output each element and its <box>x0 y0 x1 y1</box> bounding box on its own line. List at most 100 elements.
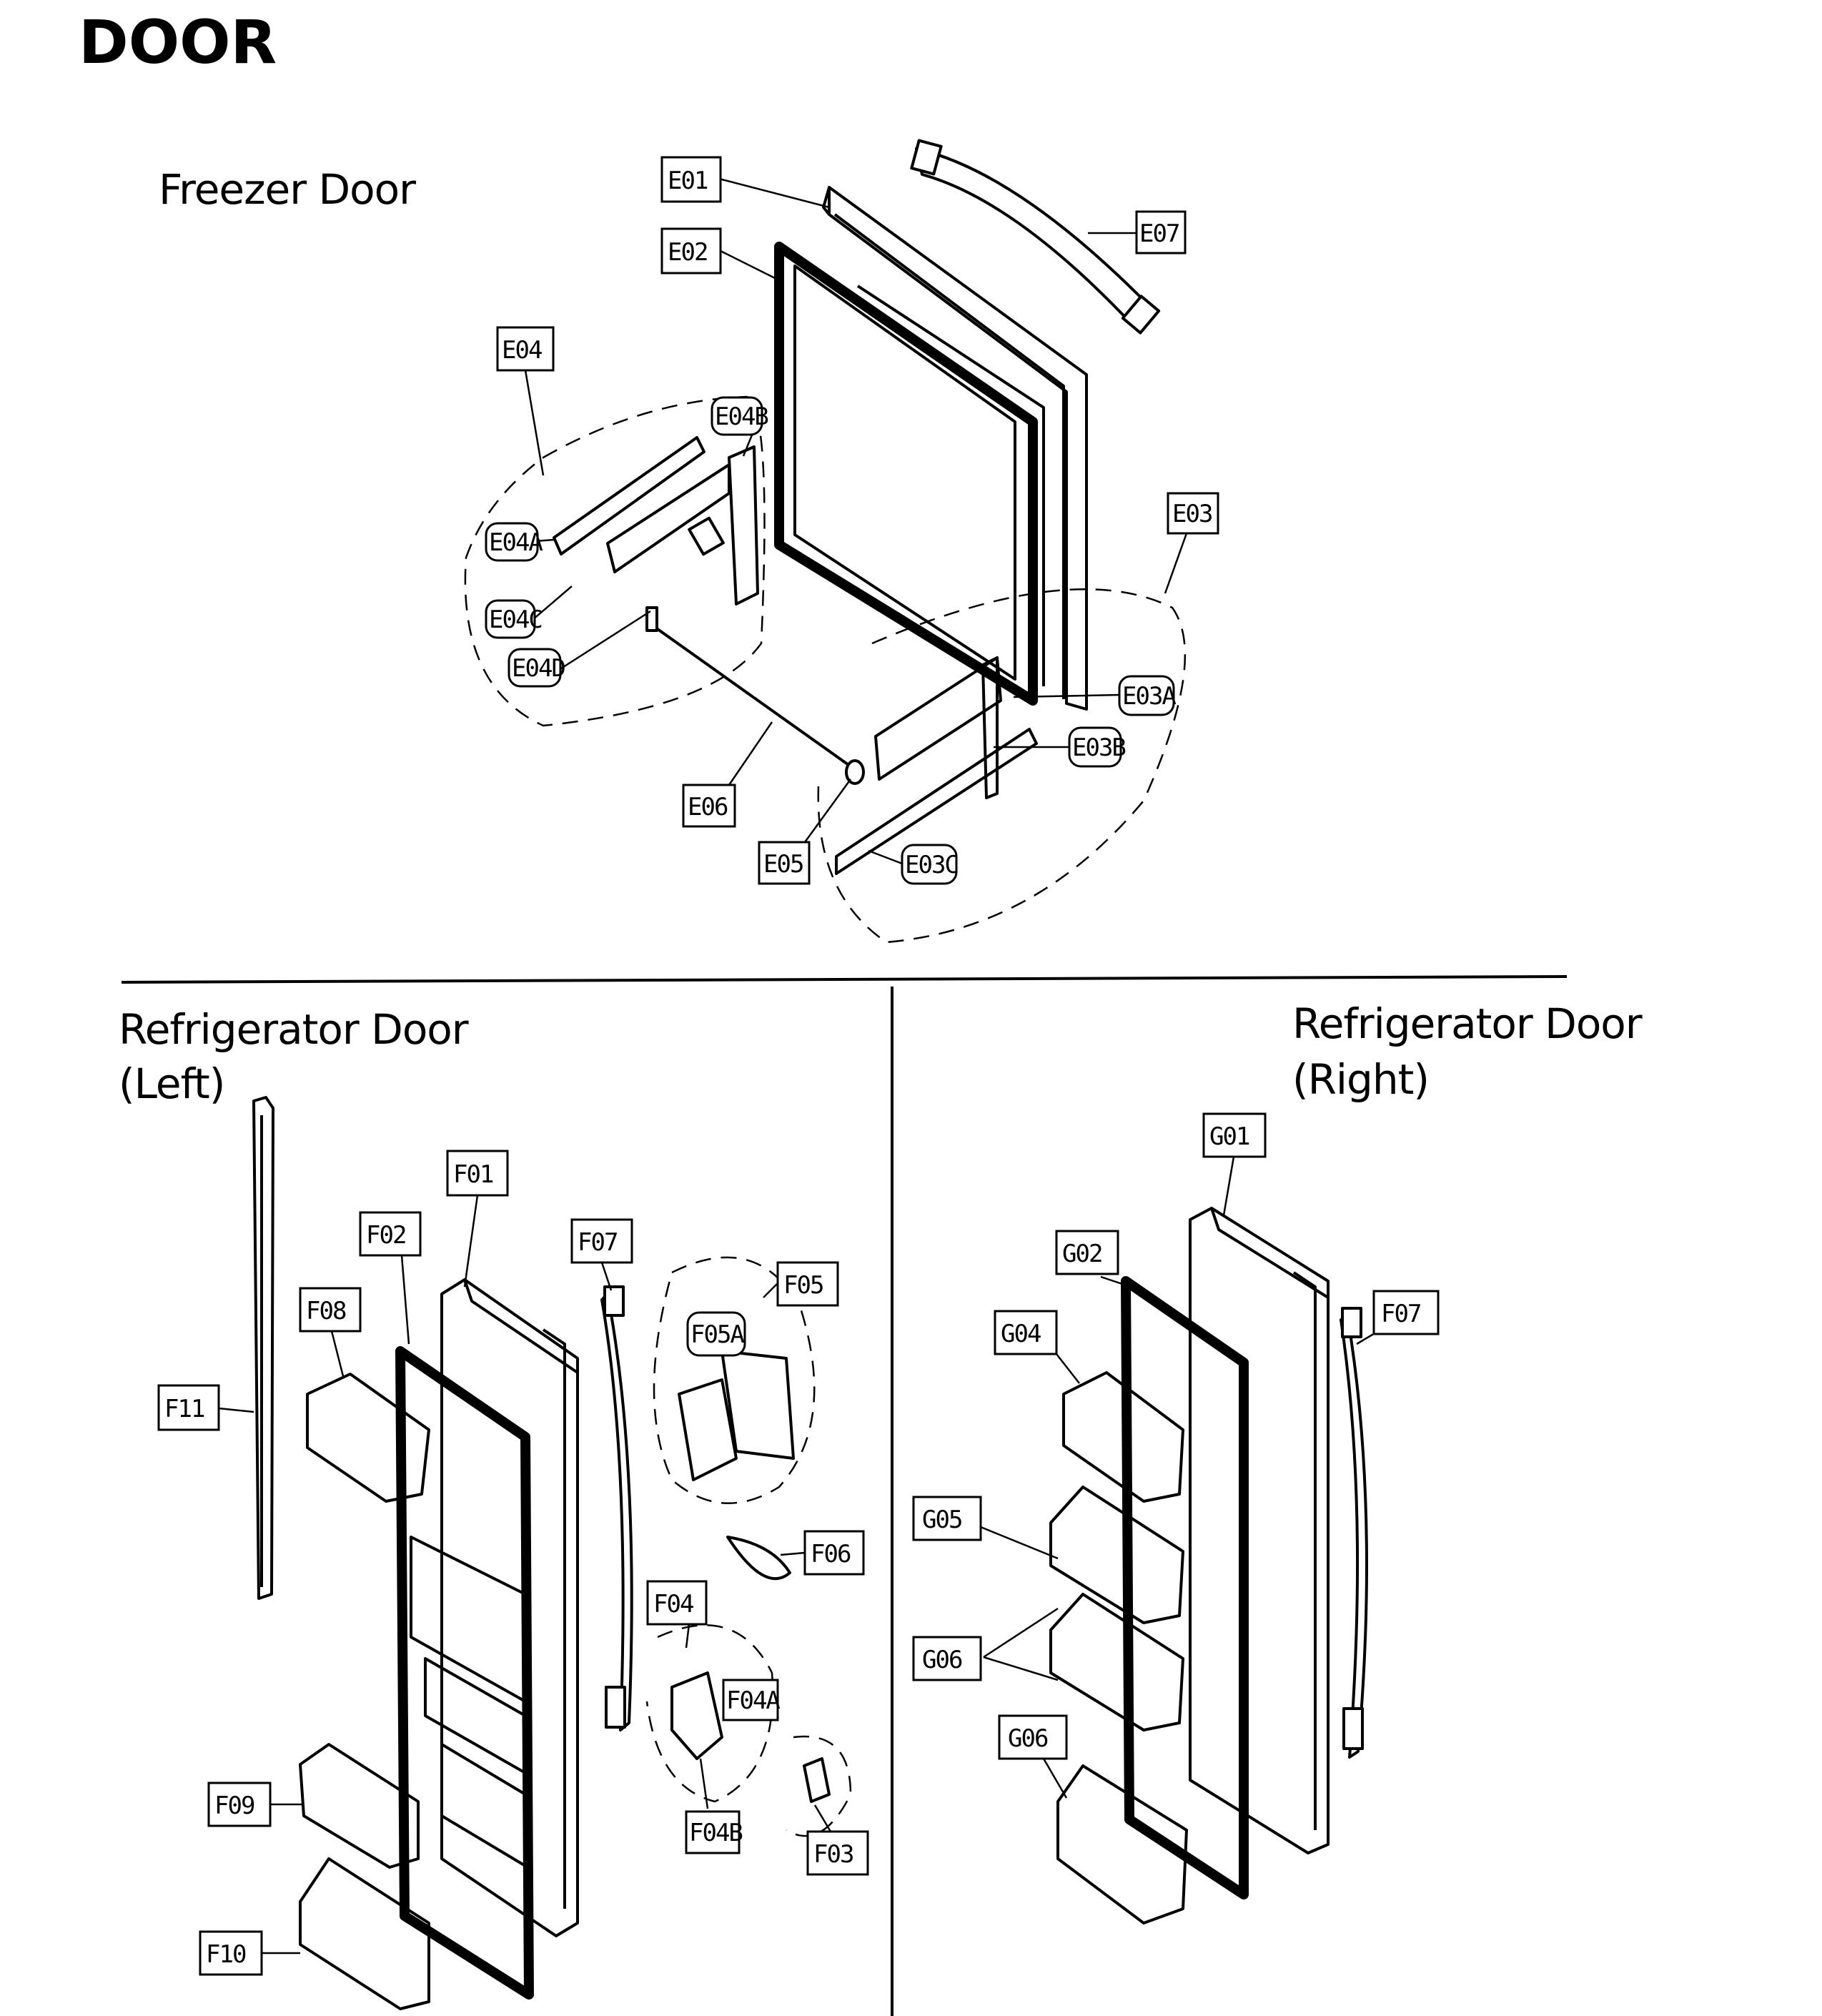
freezer-door-group <box>464 139 1187 944</box>
callout-F06: F06 <box>803 1530 865 1576</box>
ref-left-title-line2: (Left) <box>119 1059 224 1108</box>
svg-text:E04D: E04D <box>512 654 565 683</box>
ref-left-group <box>252 1096 852 2010</box>
ref-left-module <box>678 1378 738 1481</box>
ref-left-door-panel <box>440 1278 579 1937</box>
callout-G05: G05 <box>912 1496 982 1541</box>
svg-text:F04: F04 <box>653 1590 693 1619</box>
svg-text:F11: F11 <box>164 1395 204 1423</box>
ref-right-gasket <box>1121 1276 1249 1899</box>
svg-text:G02: G02 <box>1062 1240 1101 1268</box>
svg-text:F03: F03 <box>813 1840 853 1869</box>
page-title: DOOR <box>79 7 277 77</box>
freezer-lower-bracket <box>874 656 1002 781</box>
freezer-gasket <box>774 242 1038 706</box>
callout-E03: E03 <box>1167 492 1219 535</box>
freezer-rod <box>656 628 852 768</box>
svg-text:E07: E07 <box>1139 219 1179 248</box>
callout-G04: G04 <box>994 1310 1058 1355</box>
svg-text:E03B: E03B <box>1072 733 1125 762</box>
ref-right-title-line2: (Right) <box>1292 1055 1429 1104</box>
callout-F09: F09 <box>207 1782 272 1827</box>
ref-right-handle <box>1340 1314 1368 1759</box>
ref-left-trim-strip <box>252 1096 274 1600</box>
svg-text:E03A: E03A <box>1122 682 1176 711</box>
svg-text:E04B: E04B <box>715 402 768 431</box>
svg-text:E05: E05 <box>763 850 803 879</box>
ref-right-bin-g06-lower <box>1056 1764 1188 1924</box>
callout-E03C: E03C <box>901 844 959 885</box>
freezer-door-title: Freezer Door <box>159 165 416 214</box>
callout-E03A: E03A <box>1118 675 1177 716</box>
ref-right-door-panel <box>1189 1207 1330 1854</box>
svg-text:F07: F07 <box>1381 1300 1420 1328</box>
svg-text:F05: F05 <box>783 1271 823 1300</box>
callout-F02: F02 <box>359 1211 422 1257</box>
callout-G01: G01 <box>1202 1112 1267 1158</box>
ref-left-handle <box>600 1293 633 1731</box>
callout-E04: E04 <box>496 326 555 372</box>
svg-text:E01: E01 <box>668 167 708 195</box>
ref-left-title-line1: Refrigerator Door <box>119 1005 469 1054</box>
callout-F08: F08 <box>299 1287 362 1333</box>
callout-F07: F07 <box>570 1218 633 1264</box>
callout-E04D: E04D <box>508 648 566 688</box>
svg-text:F02: F02 <box>366 1221 405 1250</box>
callout-E06: E06 <box>682 784 736 828</box>
callout-G06-upper: G06 <box>912 1636 982 1681</box>
ref-left-bin-bottom <box>299 1857 430 2010</box>
freezer-door-panel <box>828 186 1088 711</box>
freezer-handle <box>915 147 1152 327</box>
svg-text:G04: G04 <box>1001 1320 1041 1348</box>
callout-F04B: F04B <box>685 1810 743 1854</box>
svg-text:G06: G06 <box>1008 1724 1048 1753</box>
svg-text:F08: F08 <box>306 1297 346 1325</box>
svg-text:E02: E02 <box>668 238 707 267</box>
svg-text:E04C: E04C <box>489 606 542 634</box>
svg-text:E04A: E04A <box>489 528 543 557</box>
svg-text:F10: F10 <box>206 1940 246 1969</box>
ref-right-bin-g05 <box>1049 1486 1184 1624</box>
callout-E03B: E03B <box>1068 726 1127 768</box>
svg-text:F04A: F04A <box>726 1686 780 1715</box>
callout-E02: E02 <box>660 227 722 275</box>
svg-text:G05: G05 <box>922 1506 961 1534</box>
ref-left-cover <box>726 1536 791 1581</box>
svg-text:E03C: E03C <box>905 851 958 879</box>
ref-left-bin-top <box>306 1373 430 1503</box>
ref-right-title-line1: Refrigerator Door <box>1292 999 1643 1048</box>
svg-text:F04B: F04B <box>689 1819 742 1847</box>
ref-right-bin-g06-upper <box>1049 1593 1184 1731</box>
callout-E05: E05 <box>758 841 811 885</box>
ref-left-f04-part <box>670 1671 723 1760</box>
svg-text:E03: E03 <box>1172 500 1212 528</box>
svg-text:F07: F07 <box>578 1228 617 1257</box>
ref-left-gasket <box>395 1346 534 2000</box>
ref-left-latch <box>803 1757 831 1803</box>
ref-right-group <box>1049 1207 1368 1924</box>
svg-text:G01: G01 <box>1209 1122 1249 1151</box>
svg-text:G06: G06 <box>922 1646 962 1674</box>
freezer-cap <box>845 759 865 785</box>
callout-F03: F03 <box>806 1830 869 1876</box>
svg-text:F05A: F05A <box>690 1320 744 1349</box>
callout-F05A: F05A <box>686 1311 746 1357</box>
callout-G06-lower: G06 <box>998 1714 1068 1760</box>
horizontal-divider <box>121 975 1568 984</box>
svg-text:F01: F01 <box>453 1160 493 1189</box>
leader-lines <box>218 177 1377 1955</box>
callout-E01: E01 <box>660 156 722 203</box>
svg-text:E04: E04 <box>502 336 542 365</box>
callout-F10: F10 <box>199 1930 263 1976</box>
callout-G02: G02 <box>1055 1230 1119 1275</box>
callout-E04B: E04B <box>711 396 769 436</box>
callout-F11: F11 <box>157 1384 220 1431</box>
callout-F04: F04 <box>646 1580 708 1626</box>
callout-E04C: E04C <box>485 599 543 639</box>
ref-right-bin-g04 <box>1062 1371 1184 1503</box>
callout-E07: E07 <box>1135 210 1187 255</box>
svg-text:F06: F06 <box>811 1540 851 1568</box>
callout-E04A: E04A <box>485 522 544 562</box>
callout-F05: F05 <box>776 1261 839 1307</box>
